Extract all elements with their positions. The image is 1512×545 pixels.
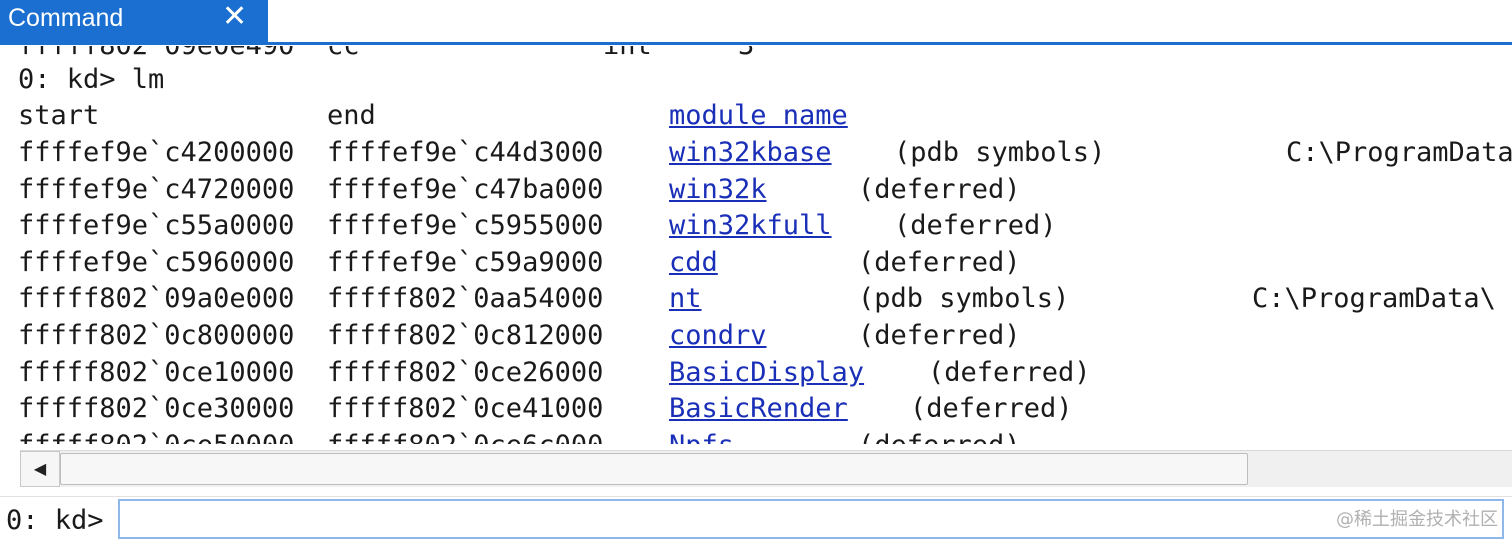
header-end: end xyxy=(327,100,376,131)
tab-title: Command xyxy=(8,4,124,32)
scrollbar-thumb[interactable] xyxy=(60,453,1248,485)
row-image-path: C:\ProgramData\ xyxy=(1252,283,1496,315)
row-symbol-status: (deferred) xyxy=(858,428,1021,444)
row-image-path: C:\ProgramData xyxy=(1286,137,1512,168)
module-link[interactable]: condrv xyxy=(669,320,767,351)
tab-underline xyxy=(0,42,1512,45)
prompt-label: 0: kd> xyxy=(6,505,104,536)
row-end-address: ffffef9e`c59a9000 xyxy=(327,246,604,278)
row-start-address: fffff802`0ce10000 xyxy=(18,356,295,388)
header-start: start xyxy=(18,100,100,131)
command-echo: 0: kd> lm xyxy=(18,64,165,95)
module-link[interactable]: BasicRender xyxy=(669,393,848,425)
clipped-output-line: fffff802`09e0e490 cc int 3 xyxy=(18,46,754,244)
row-start-address: fffff802`09a0e000 xyxy=(18,283,295,315)
command-output[interactable]: fffff802`09e0e490 cc int 3 0: kd> lm sta… xyxy=(0,46,1512,444)
module-link[interactable]: win32kfull xyxy=(669,210,832,242)
module-link[interactable]: nt xyxy=(669,283,702,315)
row-end-address: fffff802`0ce26000 xyxy=(327,356,604,388)
row-end-address: fffff802`0c812000 xyxy=(327,320,604,351)
row-symbol-status: (deferred) xyxy=(910,393,1073,425)
module-link[interactable]: win32kbase xyxy=(669,137,832,168)
row-symbol-status: (deferred) xyxy=(858,320,1021,351)
row-symbol-status: (pdb symbols) xyxy=(858,283,1070,315)
row-symbol-status: (deferred) xyxy=(858,173,1021,205)
row-symbol-status: (deferred) xyxy=(858,246,1021,278)
header-module-name-link[interactable]: module name xyxy=(669,100,848,131)
row-symbol-status: (pdb symbols) xyxy=(894,137,1106,168)
module-link[interactable]: win32k xyxy=(669,173,767,205)
row-start-address: fffff802`0ce30000 xyxy=(18,393,295,425)
row-start-address: ffffef9e`c4200000 xyxy=(18,137,295,168)
row-start-address: ffffef9e`c5960000 xyxy=(18,246,295,278)
command-input[interactable] xyxy=(118,499,1504,539)
row-start-address: fffff802`0c800000 xyxy=(18,320,295,351)
row-end-address: fffff802`0ce6c000 xyxy=(327,428,603,444)
table-header: start end module name xyxy=(18,98,848,278)
row-end-address: ffffef9e`c47ba000 xyxy=(327,173,604,205)
close-icon[interactable]: ✕ xyxy=(222,0,248,33)
command-bar: 0: kd> @稀土掘金技术社区 xyxy=(0,496,1512,545)
row-symbol-status: (deferred) xyxy=(928,356,1091,388)
watermark: @稀土掘金技术社区 xyxy=(1336,509,1498,530)
horizontal-scrollbar[interactable]: ◀ xyxy=(20,450,1512,487)
row-start-address: ffffef9e`c55a0000 xyxy=(18,210,295,242)
module-link[interactable]: Npfs xyxy=(669,428,734,444)
scroll-left-icon[interactable]: ◀ xyxy=(20,451,60,487)
tab-strip: Command ✕ xyxy=(0,0,1512,46)
module-link[interactable]: cdd xyxy=(669,246,718,278)
row-symbol-status: (deferred) xyxy=(894,210,1057,242)
module-link[interactable]: BasicDisplay xyxy=(669,356,865,388)
row-end-address: fffff802`0aa54000 xyxy=(327,283,604,315)
tab-command[interactable]: Command ✕ xyxy=(0,0,268,42)
row-end-address: ffffef9e`c44d3000 xyxy=(327,137,604,168)
row-start-address: ffffef9e`c4720000 xyxy=(18,173,295,205)
row-end-address: ffffef9e`c5955000 xyxy=(327,210,604,242)
row-start-address: fffff802`0ce50000 xyxy=(18,428,294,444)
row-end-address: fffff802`0ce41000 xyxy=(327,393,604,425)
